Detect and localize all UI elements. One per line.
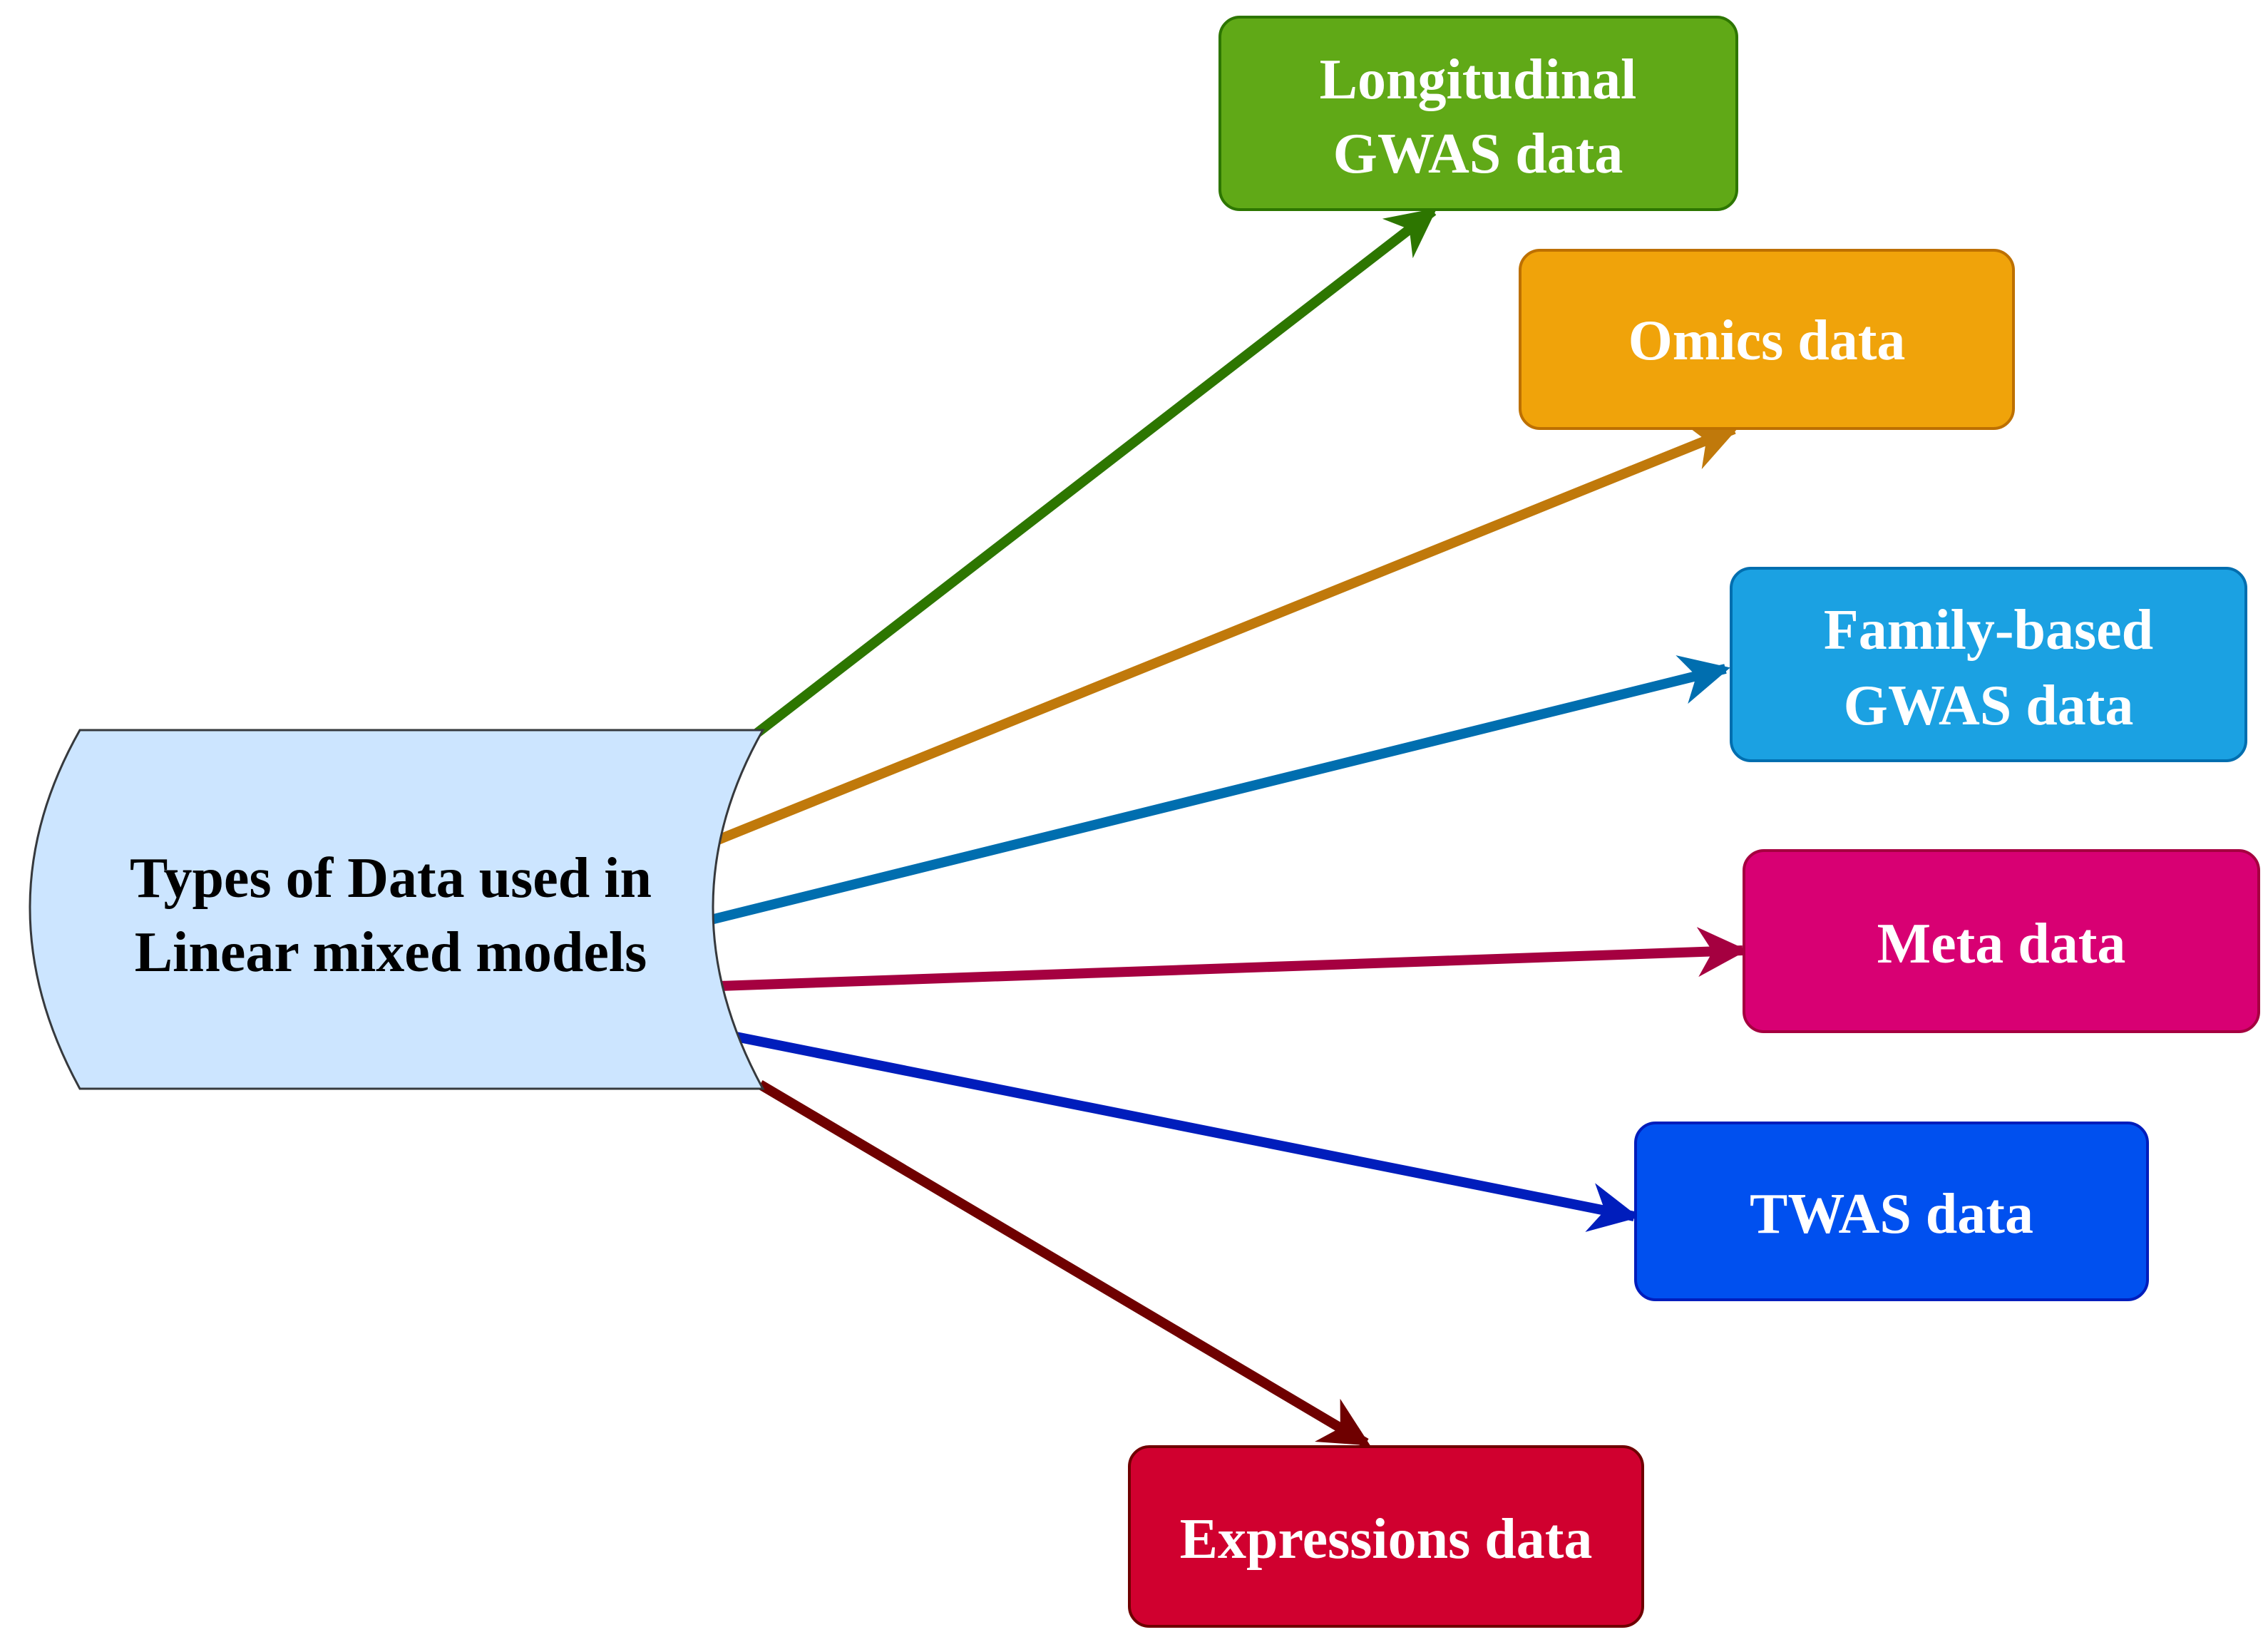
node-longitudinal-gwas-box <box>1218 16 1738 211</box>
node-longitudinal-gwas: Longitudinal GWAS data <box>1218 16 1738 211</box>
center-node-shape <box>29 729 765 1090</box>
node-expressions: Expressions data <box>1128 1445 1644 1628</box>
center-node: Types of Data used in Linear mixed model… <box>29 729 765 1090</box>
arrow-to-meta <box>718 927 1748 991</box>
center-node-title-line2: Linear mixed models <box>135 921 647 984</box>
node-twas-box <box>1634 1122 2149 1301</box>
node-omics-label: Omics data <box>1628 309 1906 372</box>
node-omics-box <box>1519 249 2015 430</box>
node-meta-label: Meta data <box>1877 913 2126 975</box>
node-expressions-label: Expressions data <box>1180 1508 1593 1571</box>
center-node-title-line1: Types of Data used in <box>130 847 652 910</box>
node-expressions-box <box>1128 1445 1644 1628</box>
node-omics: Omics data <box>1519 249 2015 430</box>
connectors <box>701 207 1748 1448</box>
node-family-based-gwas-line1: Family-based <box>1824 599 2153 662</box>
arrow-to-twas <box>727 1030 1639 1232</box>
arrow-to-omics <box>705 423 1739 849</box>
arrow-to-longitudinal <box>754 207 1437 737</box>
node-longitudinal-gwas-line2: GWAS data <box>1333 123 1623 185</box>
node-twas: TWAS data <box>1634 1122 2149 1301</box>
node-meta-box <box>1743 849 2260 1033</box>
node-family-based-gwas-line2: GWAS data <box>1844 674 2134 737</box>
node-twas-label: TWAS data <box>1750 1183 2033 1246</box>
arrow-to-family <box>701 655 1730 927</box>
node-family-based-gwas: Family-based GWAS data <box>1730 567 2247 762</box>
node-meta: Meta data <box>1743 849 2260 1033</box>
node-family-based-gwas-box <box>1730 567 2247 762</box>
node-longitudinal-gwas-line1: Longitudinal <box>1320 48 1637 111</box>
arrow-to-expressions <box>757 1079 1371 1448</box>
